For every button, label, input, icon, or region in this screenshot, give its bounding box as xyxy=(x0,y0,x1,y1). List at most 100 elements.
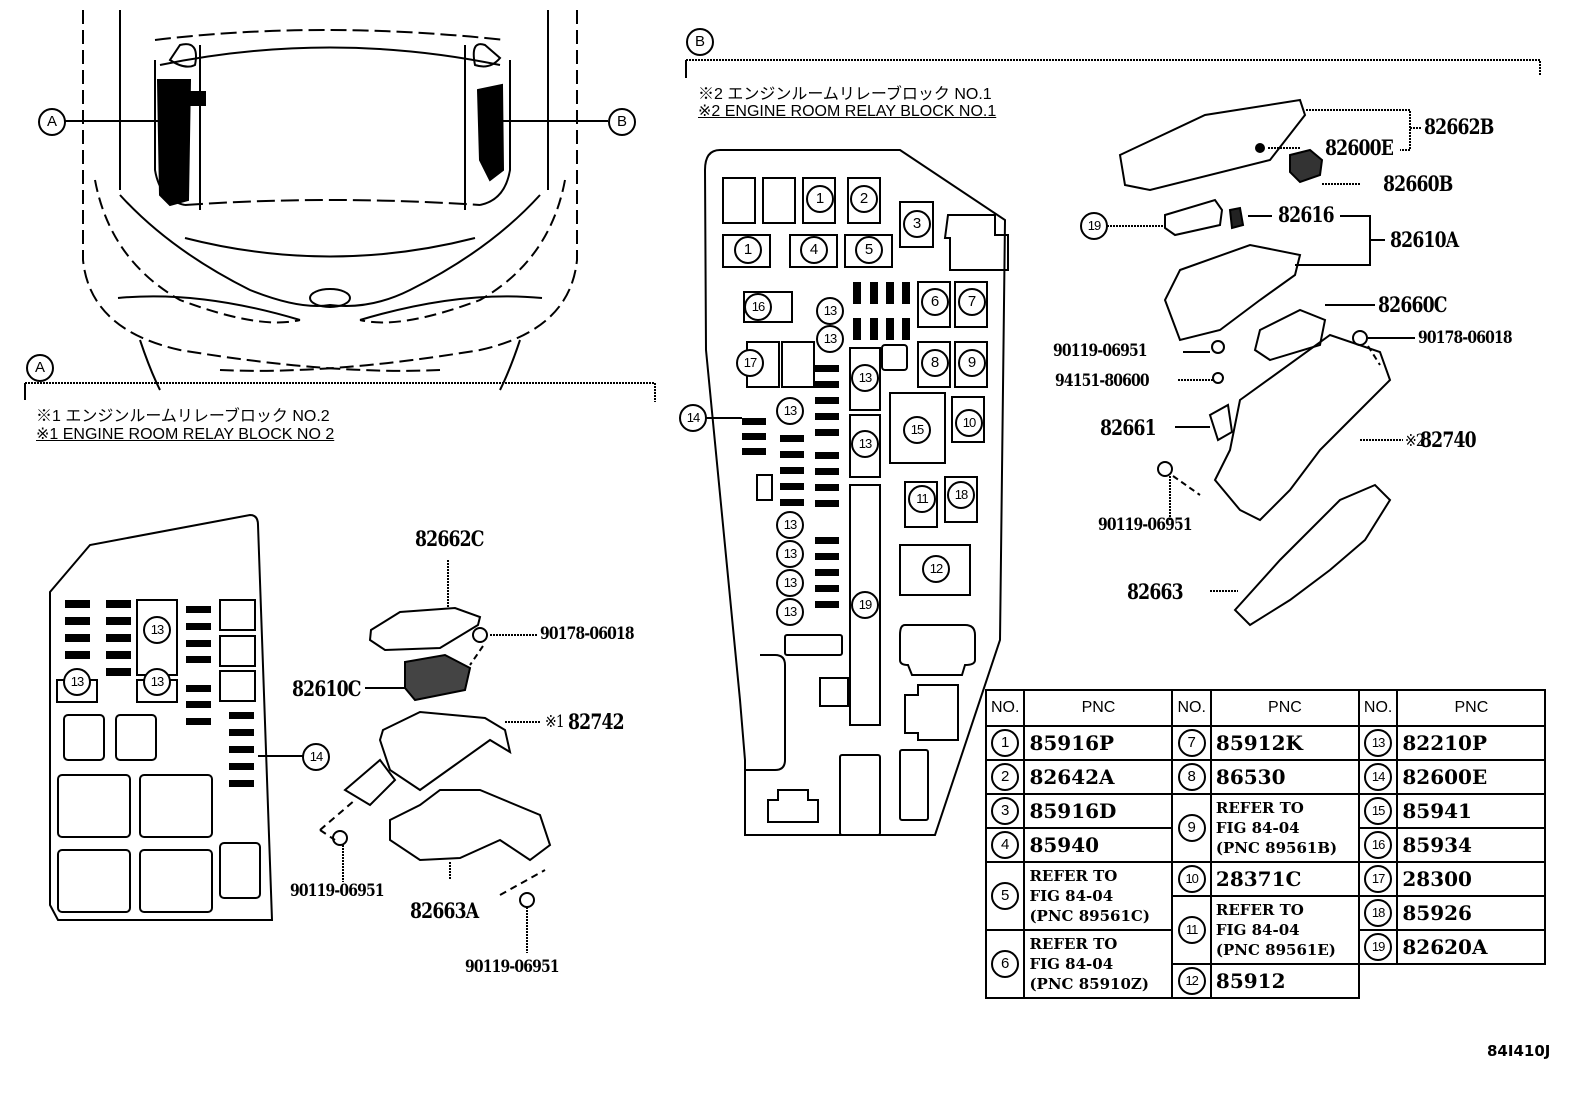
callout-a[interactable]: A xyxy=(38,108,66,136)
table-pnc[interactable]: 85916D xyxy=(1023,793,1174,829)
relay-block-b-location xyxy=(476,83,505,182)
part-82661[interactable]: 82661 xyxy=(1100,415,1157,440)
table-pnc[interactable]: 82600E xyxy=(1396,759,1547,795)
block-a-callout-13[interactable]: 13 xyxy=(143,616,171,644)
header-pnc: PNC xyxy=(1023,689,1174,727)
part-90119-06951[interactable]: 90119-06951 xyxy=(1098,515,1193,535)
header-pnc: PNC xyxy=(1209,689,1360,727)
table-pnc[interactable]: REFER TO FIG 84-04 (PNC 85910Z) xyxy=(1023,929,1174,999)
table-pnc[interactable]: 86530 xyxy=(1209,759,1360,795)
section-b-title-en: ※2 ENGINE ROOM RELAY BLOCK NO.1 xyxy=(698,103,997,120)
part-90119-06951[interactable]: 90119-06951 xyxy=(1053,341,1148,361)
part-90178-06018[interactable]: 90178-06018 xyxy=(1418,328,1513,348)
section-a-label: A xyxy=(26,354,54,382)
block-b-callout-7[interactable]: 7 xyxy=(958,288,986,316)
header-no: NO. xyxy=(1357,689,1399,727)
block-b-callout-1[interactable]: 1 xyxy=(734,236,762,264)
block-b-callout-13[interactable]: 13 xyxy=(776,397,804,425)
block-b-callout-15[interactable]: 15 xyxy=(903,416,931,444)
block-b-callout-13[interactable]: 13 xyxy=(776,540,804,568)
part-82610c[interactable]: 82610C xyxy=(292,676,362,701)
block-b-callout-5[interactable]: 5 xyxy=(855,236,883,264)
part-82663a[interactable]: 82663A xyxy=(410,898,479,923)
table-pnc[interactable]: 28300 xyxy=(1396,861,1547,897)
part-90178-06018[interactable]: 90178-06018 xyxy=(540,624,635,644)
part-82742[interactable]: 82742 xyxy=(568,709,625,734)
table-pnc[interactable]: REFER TO FIG 84-04 (PNC 89561E) xyxy=(1209,895,1360,965)
table-no: 1 xyxy=(991,729,1020,757)
figure-id: 84I410J xyxy=(1487,1042,1551,1060)
table-no: 15 xyxy=(1364,797,1393,825)
block-b-callout-8[interactable]: 8 xyxy=(921,349,949,377)
section-a-title-en: ※1 ENGINE ROOM RELAY BLOCK NO 2 xyxy=(36,426,335,443)
part-82663[interactable]: 82663 xyxy=(1127,579,1184,604)
part-90119-06951[interactable]: 90119-06951 xyxy=(290,881,385,901)
table-pnc[interactable]: REFER TO FIG 84-04 (PNC 89561C) xyxy=(1023,861,1174,931)
block-b-callout-3[interactable]: 3 xyxy=(903,210,931,238)
block-a-callout-14[interactable]: 14 xyxy=(302,743,330,771)
table-pnc[interactable]: 85941 xyxy=(1396,793,1547,829)
block-a-callout-13[interactable]: 13 xyxy=(143,668,171,696)
table-pnc[interactable]: 85940 xyxy=(1023,827,1174,863)
block-b-callout-19[interactable]: 19 xyxy=(851,591,879,619)
table-pnc[interactable]: 85912 xyxy=(1209,963,1360,999)
part-82616[interactable]: 82616 xyxy=(1278,202,1335,227)
table-pnc[interactable]: 82642A xyxy=(1023,759,1174,795)
callout-19[interactable]: 19 xyxy=(1080,212,1108,240)
table-pnc[interactable]: 85934 xyxy=(1396,827,1547,863)
block-b-callout-2[interactable]: 2 xyxy=(850,185,878,213)
block-b-callout-10[interactable]: 10 xyxy=(955,409,983,437)
table-no: 19 xyxy=(1364,933,1393,961)
block-b-callout-13[interactable]: 13 xyxy=(776,569,804,597)
block-b-callout-13[interactable]: 13 xyxy=(776,598,804,626)
part-82600e[interactable]: 82600E xyxy=(1325,135,1394,160)
table-no: 6 xyxy=(991,950,1020,978)
table-no: 4 xyxy=(991,831,1020,859)
section-a-title-jp: ※1 エンジンルームリレーブロック NO.2 xyxy=(36,408,330,425)
table-pnc[interactable]: 85926 xyxy=(1396,895,1547,931)
block-b-callout-16[interactable]: 16 xyxy=(744,293,772,321)
part-82662b[interactable]: 82662B xyxy=(1424,114,1494,139)
block-b-callout-11[interactable]: 11 xyxy=(908,485,936,513)
callout-b[interactable]: B xyxy=(608,108,636,136)
table-pnc[interactable]: 85916P xyxy=(1023,725,1174,761)
relay-block-a-location xyxy=(156,79,206,207)
part-90119-06951[interactable]: 90119-06951 xyxy=(465,957,560,977)
block-b-callout-13[interactable]: 13 xyxy=(851,430,879,458)
table-pnc[interactable]: 82210P xyxy=(1396,725,1547,761)
block-b-callout-13[interactable]: 13 xyxy=(816,297,844,325)
table-no: 14 xyxy=(1364,763,1393,791)
table-pnc[interactable]: 82620A xyxy=(1396,929,1547,965)
block-b-callout-13[interactable]: 13 xyxy=(816,325,844,353)
part-82660b[interactable]: 82660B xyxy=(1383,171,1453,196)
part-94151-80600[interactable]: 94151-80600 xyxy=(1055,371,1150,391)
relay-block-a-slots xyxy=(56,599,261,913)
part-82660c[interactable]: 82660C xyxy=(1378,292,1448,317)
block-b-callout-14[interactable]: 14 xyxy=(679,404,707,432)
table-pnc[interactable]: 28371C xyxy=(1209,861,1360,897)
table-no: 2 xyxy=(991,763,1020,791)
table-no: 13 xyxy=(1364,729,1393,757)
section-b-title-jp: ※2 エンジンルームリレーブロック NO.1 xyxy=(698,86,992,103)
part-82662c[interactable]: 82662C xyxy=(415,526,485,551)
block-b-callout-18[interactable]: 18 xyxy=(947,481,975,509)
header-no: NO. xyxy=(1171,689,1212,727)
block-b-callout-13[interactable]: 13 xyxy=(851,364,879,392)
block-b-callout-4[interactable]: 4 xyxy=(800,236,828,264)
table-pnc[interactable]: 85912K xyxy=(1209,725,1360,761)
block-b-callout-9[interactable]: 9 xyxy=(958,349,986,377)
block-b-callout-6[interactable]: 6 xyxy=(921,288,949,316)
table-row: 6 REFER TO FIG 84-04 (PNC 85910Z) 19 826… xyxy=(984,929,1547,999)
block-b-callout-17[interactable]: 17 xyxy=(736,349,764,377)
block-a-callout-13[interactable]: 13 xyxy=(63,668,91,696)
block-b-callout-12[interactable]: 12 xyxy=(922,555,950,583)
table-no: 3 xyxy=(991,797,1020,825)
part-82740[interactable]: 82740 xyxy=(1420,427,1477,452)
block-b-callout-1[interactable]: 1 xyxy=(806,185,834,213)
table-no: 18 xyxy=(1364,899,1393,927)
table-row: 4 85940 16 85934 xyxy=(984,827,1547,863)
block-b-callout-13[interactable]: 13 xyxy=(776,511,804,539)
part-82610a[interactable]: 82610A xyxy=(1390,227,1459,252)
table-pnc[interactable]: REFER TO FIG 84-04 (PNC 89561B) xyxy=(1209,793,1360,863)
